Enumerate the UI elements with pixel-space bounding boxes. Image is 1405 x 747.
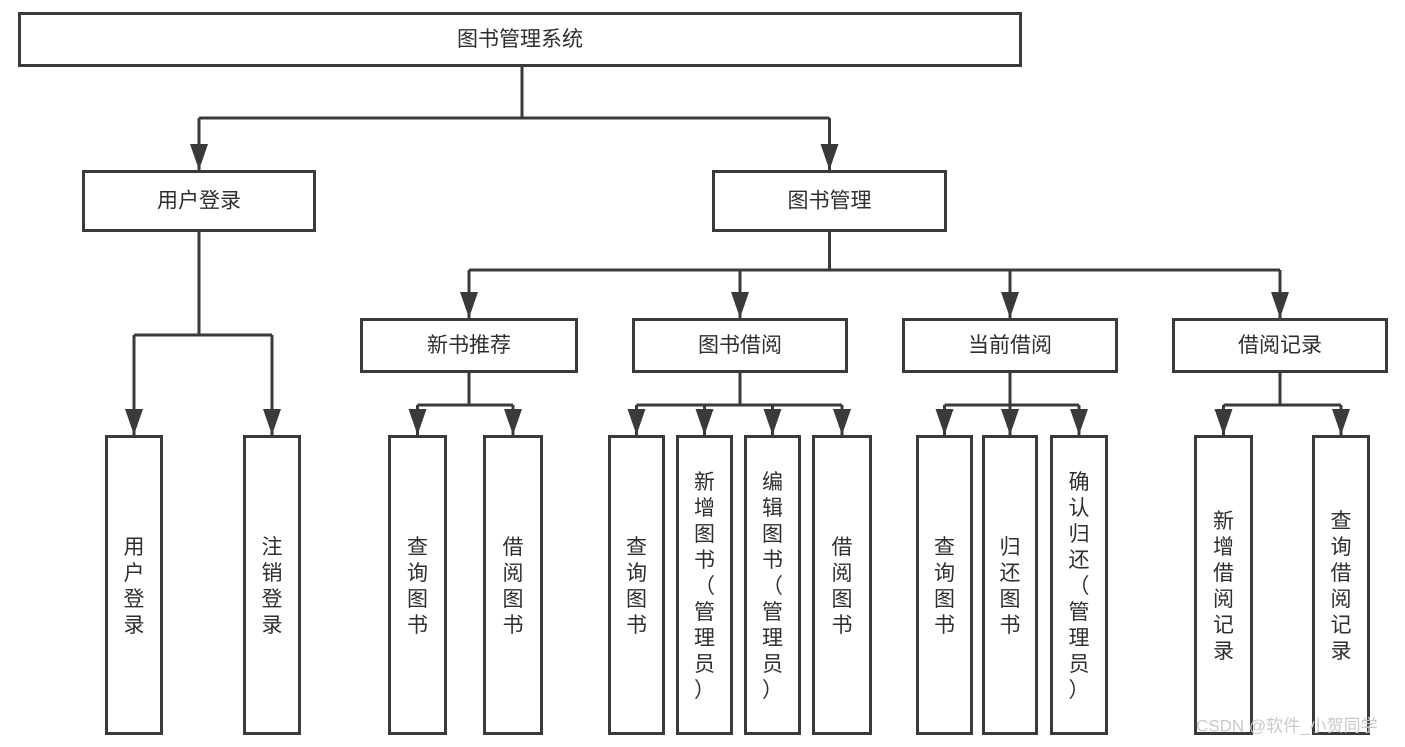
- arrow-down-icon: [627, 409, 646, 435]
- node-module-2-leaf-1[interactable]: 归还图书: [982, 435, 1038, 735]
- arrow-down-icon: [190, 144, 208, 170]
- node-label: 用户登录: [124, 536, 145, 637]
- node-module-2-leaf-0[interactable]: 查询图书: [916, 435, 973, 735]
- arrow-down-icon: [1001, 409, 1019, 435]
- arrow-down-icon: [833, 409, 851, 435]
- arrow-down-icon: [731, 292, 749, 318]
- node-module-1-leaf-3[interactable]: 借阅图书: [812, 435, 872, 735]
- node-label: 查询借阅记录: [1331, 510, 1352, 663]
- node-label: 新增图书（管理员）: [694, 471, 715, 702]
- node-module-1-leaf-0[interactable]: 查询图书: [608, 435, 665, 735]
- arrow-down-icon: [460, 292, 478, 318]
- node-module-1-leaf-2[interactable]: 编辑图书（管理员）: [744, 435, 801, 735]
- node-root[interactable]: 图书管理系统: [18, 12, 1022, 67]
- node-box: [608, 435, 665, 735]
- arrow-down-icon: [935, 409, 954, 435]
- node-label: 查询图书: [407, 536, 428, 637]
- node-module-2[interactable]: 当前借阅: [902, 318, 1118, 373]
- node-module-1-leaf-1[interactable]: 新增图书（管理员）: [676, 435, 733, 735]
- node-label: 注销登录: [262, 536, 283, 637]
- node-box: [360, 318, 578, 373]
- arrow-down-icon: [1214, 409, 1233, 435]
- arrow-down-icon: [408, 409, 427, 435]
- node-module-0-leaf-0[interactable]: 查询图书: [388, 435, 447, 735]
- node-box: [1172, 318, 1388, 373]
- node-label: 用户登录: [157, 190, 241, 213]
- node-label: 借阅图书: [832, 536, 853, 637]
- node-label: 借阅记录: [1238, 334, 1322, 357]
- node-label: 图书借阅: [698, 334, 782, 357]
- arrow-down-icon: [1271, 292, 1289, 318]
- connector-layer: [125, 67, 1350, 435]
- arrow-down-icon: [125, 409, 143, 435]
- node-layer: 图书管理系统用户登录图书管理用户登录注销登录新书推荐查询图书借阅图书图书借阅查询…: [18, 12, 1388, 735]
- node-box: [1194, 435, 1253, 735]
- node-box: [483, 435, 543, 735]
- node-label: 归还图书: [1000, 536, 1021, 637]
- node-box: [1312, 435, 1370, 735]
- node-label: 编辑图书（管理员）: [762, 471, 783, 702]
- node-box: [388, 435, 447, 735]
- node-label: 图书管理: [788, 190, 872, 213]
- node-box: [982, 435, 1038, 735]
- node-module-1[interactable]: 图书借阅: [632, 318, 848, 373]
- arrow-down-icon: [1001, 292, 1019, 318]
- arrow-down-icon: [763, 409, 782, 435]
- node-l2-1[interactable]: 图书管理: [712, 170, 947, 232]
- node-box: [1050, 435, 1108, 735]
- node-box: [632, 318, 848, 373]
- node-label: 确认归还（管理员）: [1069, 471, 1090, 702]
- node-box: [105, 435, 163, 735]
- arrow-down-icon: [504, 409, 522, 435]
- arrow-down-icon: [695, 409, 714, 435]
- node-box: [18, 12, 1022, 67]
- node-label: 查询图书: [626, 536, 647, 637]
- node-l2-0[interactable]: 用户登录: [82, 170, 316, 232]
- node-module-3-leaf-0[interactable]: 新增借阅记录: [1194, 435, 1253, 735]
- node-box: [812, 435, 872, 735]
- node-module-3[interactable]: 借阅记录: [1172, 318, 1388, 373]
- node-box: [744, 435, 801, 735]
- node-label: 新增借阅记录: [1213, 510, 1234, 663]
- node-label: 借阅图书: [503, 536, 524, 637]
- node-label: 新书推荐: [427, 334, 511, 357]
- node-label: 图书管理系统: [457, 28, 583, 51]
- node-module-3-leaf-1[interactable]: 查询借阅记录: [1312, 435, 1370, 735]
- node-box: [676, 435, 733, 735]
- node-box: [712, 170, 947, 232]
- node-box: [902, 318, 1118, 373]
- node-label: 当前借阅: [968, 334, 1052, 357]
- node-module-0-leaf-1[interactable]: 借阅图书: [483, 435, 543, 735]
- arrow-down-icon: [820, 144, 839, 170]
- node-label: 查询图书: [934, 536, 955, 637]
- watermark-label: CSDN @软件_小贺同学: [1196, 716, 1378, 735]
- arrow-down-icon: [1332, 409, 1350, 435]
- arrow-down-icon: [1070, 409, 1088, 435]
- node-box: [82, 170, 316, 232]
- node-box: [243, 435, 301, 735]
- node-module-2-leaf-2[interactable]: 确认归还（管理员）: [1050, 435, 1108, 735]
- arrow-down-icon: [263, 409, 281, 435]
- node-login-leaf-0[interactable]: 用户登录: [105, 435, 163, 735]
- node-module-0[interactable]: 新书推荐: [360, 318, 578, 373]
- node-box: [916, 435, 973, 735]
- node-login-leaf-1[interactable]: 注销登录: [243, 435, 301, 735]
